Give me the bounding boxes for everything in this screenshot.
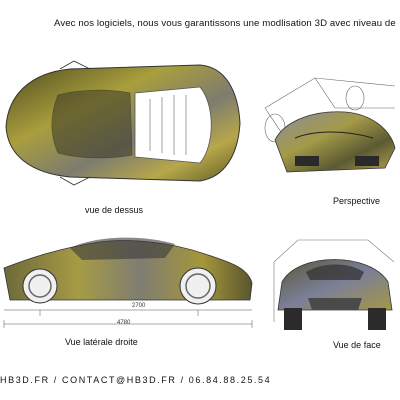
caption-side-view: Vue latérale droite xyxy=(65,337,138,347)
front-view-render xyxy=(268,232,400,337)
top-view-render xyxy=(0,55,245,190)
length-dimension: 4780 xyxy=(117,320,131,326)
caption-perspective: Perspective xyxy=(333,196,381,206)
perspective-render xyxy=(255,68,400,178)
contact-footer: HB3D.FR / CONTACT@HB3D.FR / 06.84.88.25.… xyxy=(0,375,272,385)
side-view-render xyxy=(0,228,262,338)
caption-top-view: vue de dessus xyxy=(85,205,144,215)
wheelbase-dimension: 2700 xyxy=(132,303,146,309)
caption-front-view: Vue de face xyxy=(333,340,381,350)
headline: Avec nos logiciels, nous vous garantisso… xyxy=(54,18,396,29)
